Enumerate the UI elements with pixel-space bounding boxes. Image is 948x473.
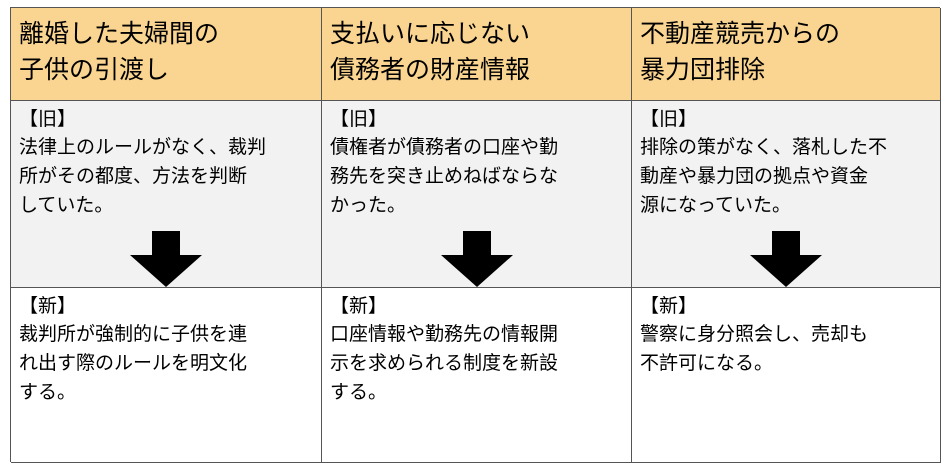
old-text: 債権者が債務者の口座や勤 務先を突き止めねばならな かった。 (330, 136, 559, 216)
new-tag: 【新】 (330, 295, 388, 317)
comparison-table: 離婚した夫婦間の 子供の引渡し 支払いに応じない 債務者の財産情報 不動産競売か… (10, 7, 941, 463)
column-header-auction-gang-exclusion: 不動産競売からの 暴力団排除 (632, 8, 941, 101)
new-cell-auction-gang-exclusion: 【新】 警察に身分照会し、売却も 不許可になる。 (632, 288, 941, 463)
column-header-debtor-assets: 支払いに応じない 債務者の財産情報 (322, 8, 632, 101)
down-arrow-icon (440, 231, 513, 287)
old-cell-auction-gang-exclusion: 【旧】 排除の策がなく、落札した不 動産や暴力団の拠点や資金 源になっていた。 (632, 101, 941, 288)
column-header-child-custody: 離婚した夫婦間の 子供の引渡し (11, 8, 322, 101)
down-arrow-icon (130, 231, 202, 287)
new-tag: 【新】 (640, 295, 698, 317)
new-text: 裁判所が強制的に子供を連 れ出す際のルールを明文化 する。 (19, 323, 248, 403)
old-cell-debtor-assets: 【旧】 債権者が債務者の口座や勤 務先を突き止めねばならな かった。 (322, 101, 632, 288)
old-cell-child-custody: 【旧】 法律上のルールがなく、裁判 所がその都度、方法を判断 していた。 (11, 101, 322, 288)
new-tag: 【新】 (19, 295, 77, 317)
new-text: 口座情報や勤務先の情報開 示を求められる制度を新設 する。 (330, 323, 559, 403)
old-tag: 【旧】 (640, 108, 698, 130)
new-cell-debtor-assets: 【新】 口座情報や勤務先の情報開 示を求められる制度を新設 する。 (322, 288, 632, 463)
old-text: 法律上のルールがなく、裁判 所がその都度、方法を判断 していた。 (19, 136, 267, 216)
new-cell-child-custody: 【新】 裁判所が強制的に子供を連 れ出す際のルールを明文化 する。 (11, 288, 322, 463)
down-arrow-icon (750, 231, 822, 287)
old-text: 排除の策がなく、落札した不 動産や暴力団の拠点や資金 源になっていた。 (640, 136, 888, 216)
new-text: 警察に身分照会し、売却も 不許可になる。 (640, 323, 869, 374)
old-tag: 【旧】 (19, 108, 77, 130)
old-tag: 【旧】 (330, 108, 388, 130)
